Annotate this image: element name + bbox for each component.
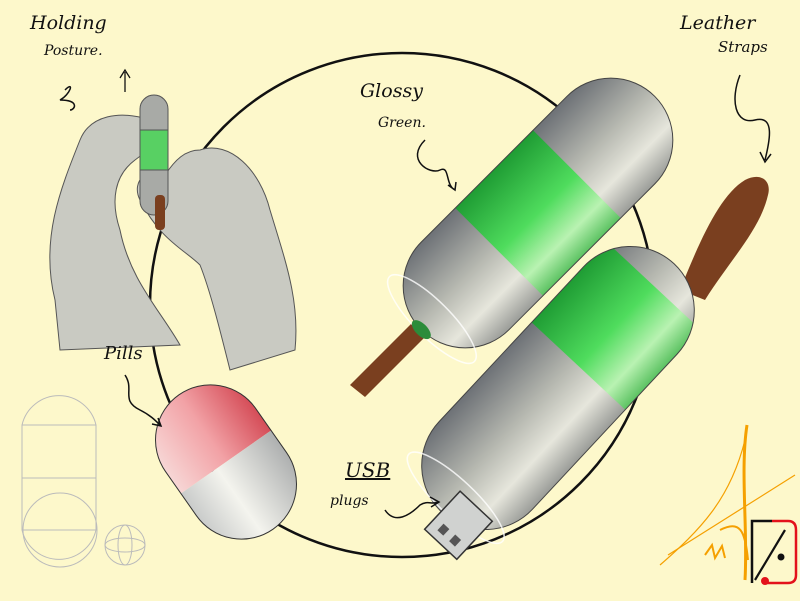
arrow-leather	[734, 74, 772, 164]
label-posture: Posture.	[44, 43, 103, 59]
label-leather: Leather	[680, 12, 756, 34]
pill-capsule	[133, 363, 319, 561]
label-pills: Pills	[104, 343, 143, 364]
label-usb: USB	[345, 458, 391, 482]
construction-sketch	[21, 395, 146, 568]
arrow-glossy	[416, 139, 457, 192]
leather-strap-upper	[680, 176, 769, 300]
label-holding: Holding	[30, 12, 107, 34]
usb-capsule	[395, 220, 721, 556]
arrow-holding	[59, 85, 76, 111]
label-green: Green.	[378, 115, 426, 131]
arrow-pills	[124, 374, 163, 428]
label-glossy: Glossy	[360, 80, 423, 102]
arrow-usb	[384, 496, 441, 519]
logo-mark	[750, 519, 798, 585]
label-plugs: plugs	[330, 493, 369, 509]
usb-plug	[423, 490, 494, 561]
glossy-green-capsule	[377, 52, 699, 374]
hands-holding-device	[49, 94, 297, 371]
label-straps: Straps	[718, 38, 768, 56]
arrow-up-indicator	[119, 68, 131, 92]
signature-mark	[659, 424, 796, 581]
